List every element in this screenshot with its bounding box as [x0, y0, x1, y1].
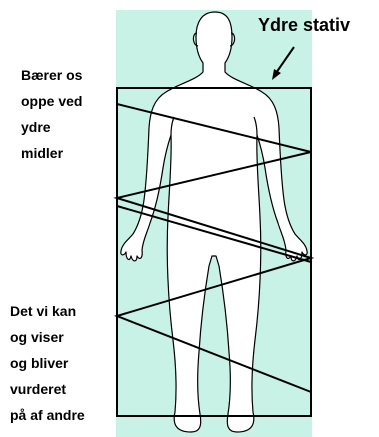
annotation-top-line: ydre: [21, 114, 82, 140]
annotation-top-line: Bærer os: [21, 62, 82, 88]
annotation-bottom-line: Det vi kan: [10, 298, 85, 324]
annotation-top: Bærer os oppe ved ydre midler: [21, 62, 82, 166]
annotation-bottom-line: på af andre: [10, 402, 85, 428]
annotation-top-line: oppe ved: [21, 88, 82, 114]
annotation-top-line: midler: [21, 140, 82, 166]
callout-title: Ydre stativ: [258, 13, 350, 37]
annotation-bottom-line: og bliver: [10, 350, 85, 376]
annotation-bottom: Det vi kan og viser og bliver vurderet p…: [10, 298, 85, 428]
annotation-bottom-line: og viser: [10, 324, 85, 350]
annotation-bottom-line: vurderet: [10, 376, 85, 402]
